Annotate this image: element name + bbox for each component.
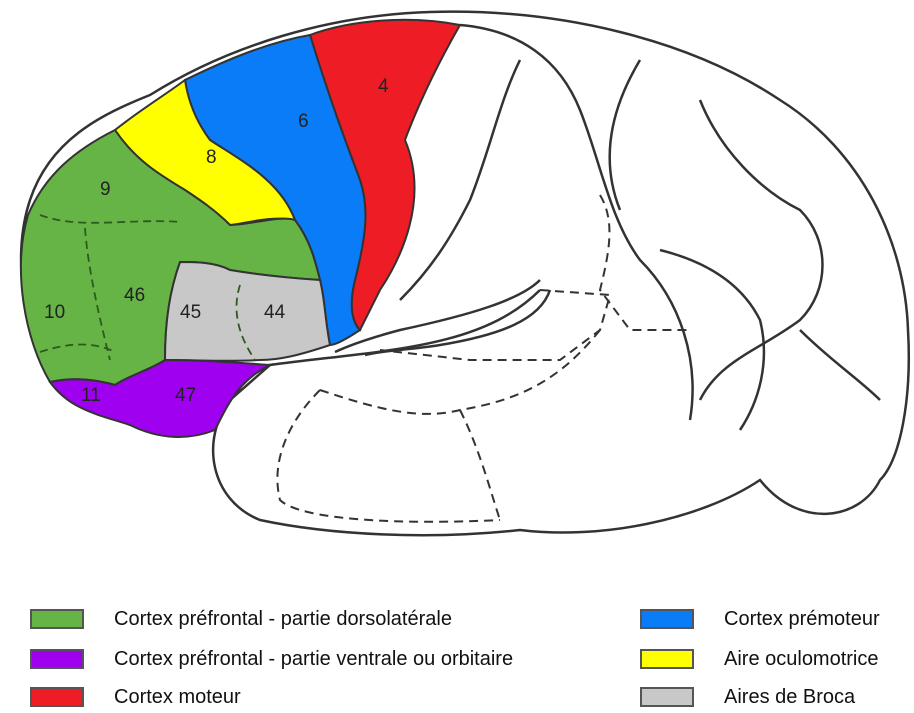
legend-label: Aires de Broca bbox=[724, 686, 855, 709]
legend-swatch bbox=[640, 609, 694, 629]
legend-item: Cortex préfrontal - partie ventrale ou o… bbox=[30, 646, 513, 672]
area-number: 4 bbox=[378, 76, 389, 97]
legend-item: Cortex préfrontal - partie dorsolatérale bbox=[30, 606, 452, 632]
legend-swatch bbox=[640, 687, 694, 707]
legend-swatch bbox=[30, 609, 84, 629]
legend-label: Cortex prémoteur bbox=[724, 608, 880, 631]
legend-swatch bbox=[640, 649, 694, 669]
brain-diagram: 4 6 8 9 46 10 45 44 11 47 bbox=[0, 0, 914, 580]
legend-item: Aires de Broca bbox=[640, 684, 855, 710]
legend-swatch bbox=[30, 687, 84, 707]
area-number: 9 bbox=[100, 179, 111, 200]
legend-label: Cortex préfrontal - partie dorsolatérale bbox=[114, 608, 452, 631]
area-number: 45 bbox=[180, 302, 201, 323]
legend-label: Cortex préfrontal - partie ventrale ou o… bbox=[114, 648, 513, 671]
legend-item: Aire oculomotrice bbox=[640, 646, 879, 672]
area-number: 6 bbox=[298, 111, 309, 132]
legend-label: Cortex moteur bbox=[114, 686, 241, 709]
legend-label: Aire oculomotrice bbox=[724, 648, 879, 671]
legend-item: Cortex prémoteur bbox=[640, 606, 880, 632]
area-number: 44 bbox=[264, 302, 286, 323]
legend-swatch bbox=[30, 649, 84, 669]
legend-item: Cortex moteur bbox=[30, 684, 241, 710]
area-number: 47 bbox=[175, 385, 196, 406]
area-number: 46 bbox=[124, 285, 145, 306]
area-number: 8 bbox=[206, 147, 217, 168]
area-number: 10 bbox=[44, 302, 65, 323]
area-number: 11 bbox=[81, 385, 101, 406]
